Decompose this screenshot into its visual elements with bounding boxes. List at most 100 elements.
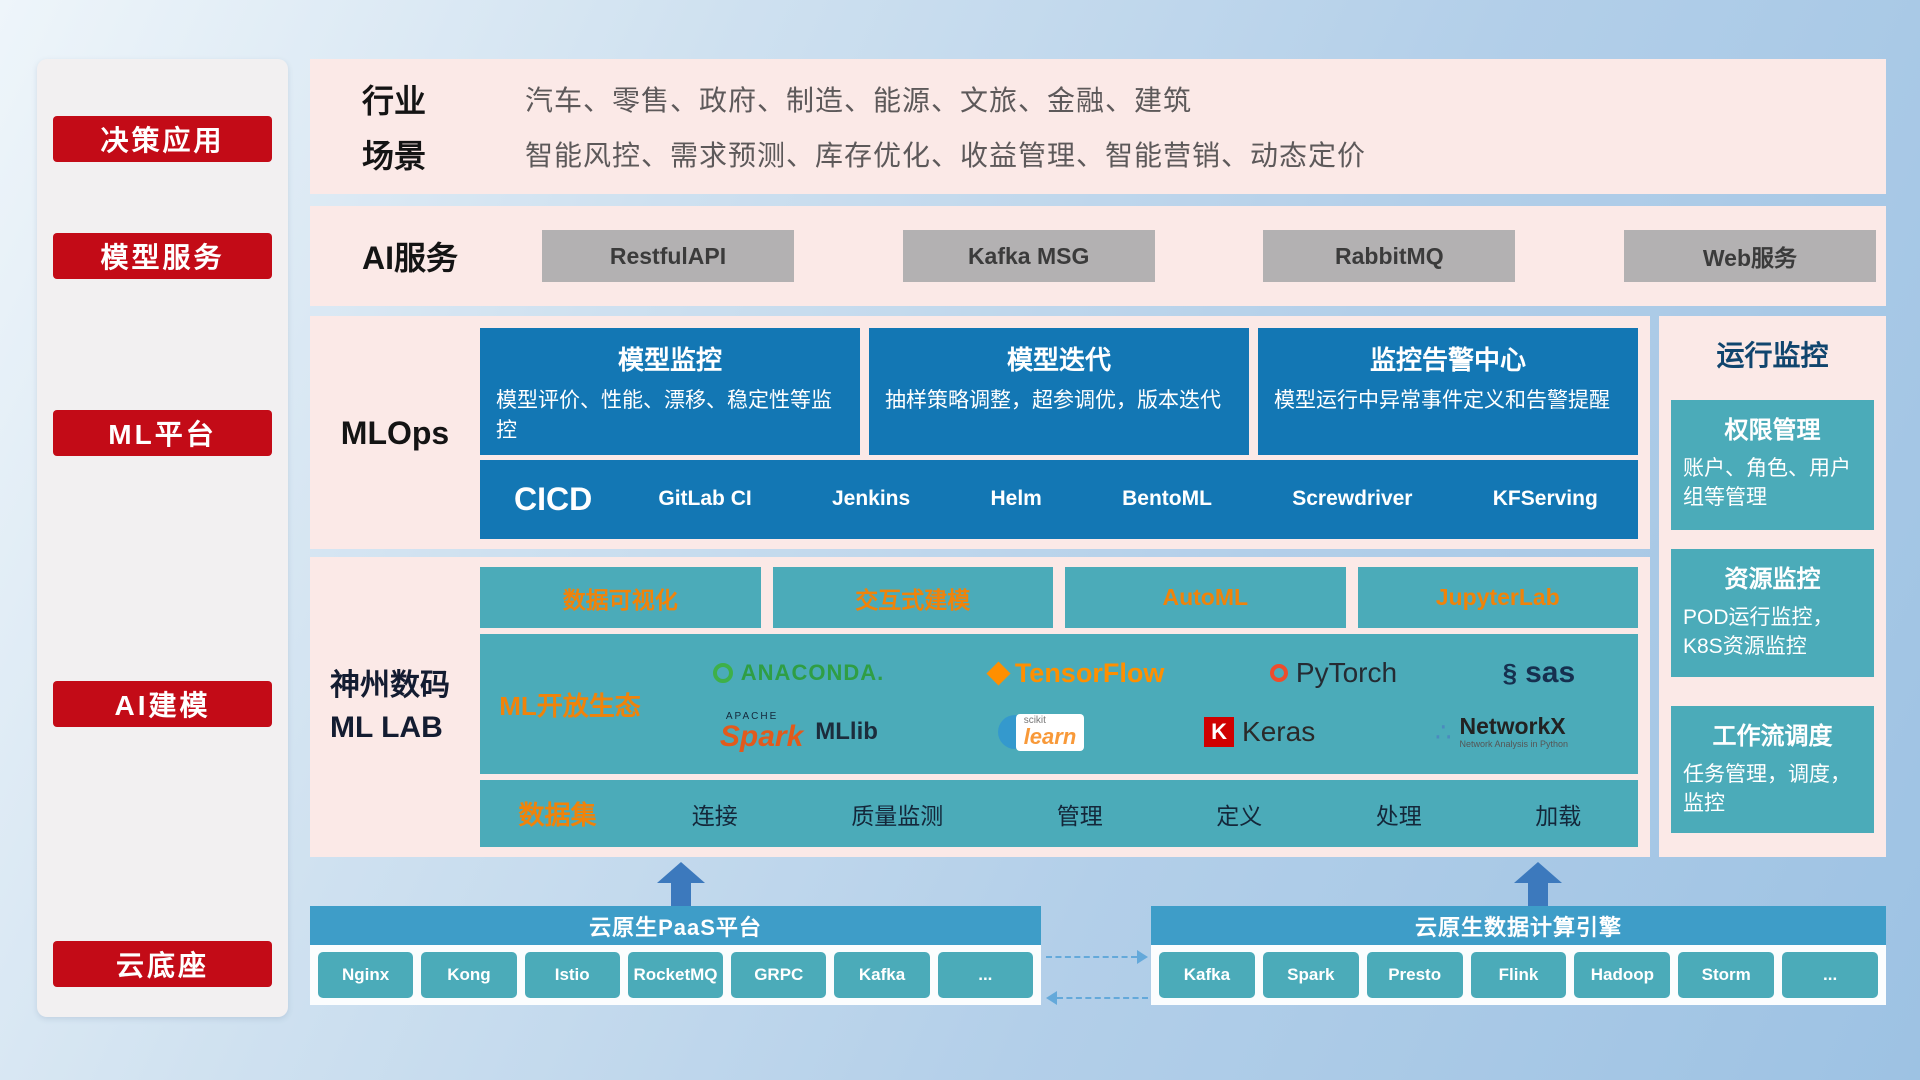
paas-nginx: Nginx xyxy=(318,952,414,998)
pytorch-icon xyxy=(1269,664,1288,683)
card-desc: 模型评价、性能、漂移、稳定性等监控 xyxy=(496,389,832,443)
paas-platform-items: Nginx Kong Istio RocketMQ GRPC Kafka ... xyxy=(310,945,1041,1005)
ai-service-restfulapi: RestfulAPI xyxy=(542,230,794,282)
mon-card-desc: 账户、角色、用户组等管理 xyxy=(1683,457,1851,510)
industry-row: 行业 汽车、零售、政府、制造、能源、文旅、金融、建筑 xyxy=(362,76,1876,122)
arrow-stem xyxy=(671,883,691,907)
cicd-jenkins: Jenkins xyxy=(831,487,911,511)
sidebar-item-ai-modeling: AI建模 xyxy=(53,681,272,727)
keras-icon: K xyxy=(1204,717,1235,748)
sidebar: 决策应用 模型服务 ML平台 AI建模 云底座 xyxy=(37,59,288,1017)
scikit-learn-wordmark-wrap: scikit learn xyxy=(1015,713,1085,751)
cicd-gitlab-ci: GitLab CI xyxy=(658,487,752,511)
networkx-wordmark: NetworkX xyxy=(1459,713,1566,740)
mlops-label: MLOps xyxy=(340,415,450,451)
ml-lab-tools: 数据可视化 交互式建模 AutoML JupyterLab xyxy=(480,567,1638,629)
ai-service-rabbitmq: RabbitMQ xyxy=(1263,230,1516,282)
dataset-quality: 质量监测 xyxy=(851,802,944,829)
engine-presto: Presto xyxy=(1366,952,1463,998)
alert-center-card: 监控告警中心 模型运行中异常事件定义和告警提醒 xyxy=(1258,328,1638,455)
paas-more: ... xyxy=(937,952,1033,998)
dashed-arrow-right xyxy=(1046,950,1148,964)
up-arrow-engine xyxy=(1514,862,1562,907)
data-engine-bar: 云原生数据计算引擎 Kafka Spark Presto Flink Hadoo… xyxy=(1151,906,1886,1005)
anaconda-icon xyxy=(712,663,733,684)
mon-card-desc: POD运行监控，K8S资源监控 xyxy=(1683,606,1834,659)
paas-kafka: Kafka xyxy=(834,952,930,998)
ml-lab-content: 数据可视化 交互式建模 AutoML JupyterLab ML开放生态 ANA… xyxy=(480,567,1638,847)
networkx-logo: ∴ NetworkX Network Analysis in Python xyxy=(1435,714,1568,749)
tensorflow-wordmark: TensorFlow xyxy=(1014,657,1165,688)
dataset-items: 连接 质量监测 管理 定义 处理 加载 xyxy=(635,797,1638,831)
sas-logo: § sas xyxy=(1503,656,1576,690)
spark-wordmark: Spark xyxy=(719,720,804,754)
arrowhead-left xyxy=(1046,991,1057,1005)
cicd-helm: Helm xyxy=(990,487,1042,511)
anaconda-logo: ANACONDA. xyxy=(712,660,884,686)
cicd-bentoml: BentoML xyxy=(1122,487,1212,511)
tool-interactive-modeling: 交互式建模 xyxy=(772,567,1053,629)
engine-kafka: Kafka xyxy=(1159,952,1255,998)
dashed-line xyxy=(1046,956,1137,958)
scene-row: 场景 智能风控、需求预测、库存优化、收益管理、智能营销、动态定价 xyxy=(362,131,1876,177)
networkx-subtitle: Network Analysis in Python xyxy=(1459,738,1569,749)
paas-kong: Kong xyxy=(421,952,517,998)
spark-apache-label: APACHE xyxy=(725,711,779,723)
tool-automl: AutoML xyxy=(1065,567,1346,629)
mon-card-title: 工作流调度 xyxy=(1712,723,1833,750)
cicd-items: GitLab CI Jenkins Helm BentoML Screwdriv… xyxy=(618,487,1638,511)
workflow-scheduling-card: 工作流调度 任务管理，调度，监控 xyxy=(1671,706,1874,833)
dashed-arrow-left xyxy=(1046,991,1148,1005)
paas-platform-bar: 云原生PaaS平台 Nginx Kong Istio RocketMQ GRPC… xyxy=(310,906,1041,1005)
networkx-wordmark-wrap: NetworkX Network Analysis in Python xyxy=(1460,714,1569,749)
resource-monitor-card: 资源监控 POD运行监控，K8S资源监控 xyxy=(1671,549,1874,677)
paas-rocketmq: RocketMQ xyxy=(627,952,724,998)
card-title: 模型迭代 xyxy=(1006,345,1111,375)
ai-service-buttons: RestfulAPI Kafka MSG RabbitMQ Web服务 xyxy=(542,230,1876,282)
engine-spark: Spark xyxy=(1262,952,1359,998)
ai-service-kafka-msg: Kafka MSG xyxy=(902,230,1155,282)
cicd-label: CICD xyxy=(514,480,593,517)
tensorflow-logo: TensorFlow xyxy=(986,657,1165,689)
ml-lab-label-line1: 神州数码 xyxy=(330,669,450,702)
ecosystem-logo-row-1: ANACONDA. TensorFlow PyTorch § sas xyxy=(660,656,1628,690)
engine-more: ... xyxy=(1782,952,1879,998)
model-monitoring-card: 模型监控 模型评价、性能、漂移、稳定性等监控 xyxy=(480,328,860,455)
networkx-icon: ∴ xyxy=(1434,717,1452,748)
paas-platform-title: 云原生PaaS平台 xyxy=(310,906,1041,945)
pytorch-logo: PyTorch xyxy=(1269,657,1397,689)
scikit-learn-wordmark: learn xyxy=(1023,723,1077,749)
dataset-define: 定义 xyxy=(1216,802,1263,829)
tool-jupyterlab: JupyterLab xyxy=(1357,567,1638,629)
keras-wordmark: Keras xyxy=(1242,716,1316,748)
scene-label: 场景 xyxy=(362,138,427,175)
tool-data-visualization: 数据可视化 xyxy=(480,567,761,629)
dataset-bar: 数据集 连接 质量监测 管理 定义 处理 加载 xyxy=(480,780,1638,847)
spark-wordmark-wrap: APACHE Spark xyxy=(720,712,803,752)
industry-label: 行业 xyxy=(362,82,427,119)
keras-logo: K Keras xyxy=(1204,716,1315,748)
engine-hadoop: Hadoop xyxy=(1574,952,1671,998)
ml-lab-label-line2: ML LAB xyxy=(330,711,443,744)
dataset-process: 处理 xyxy=(1375,802,1422,829)
ai-service-label: AI服务 xyxy=(362,240,459,276)
paas-istio: Istio xyxy=(524,952,620,998)
arrow-head xyxy=(1514,862,1562,883)
runtime-monitor-title: 运行监控 xyxy=(1716,340,1829,371)
industry-scene-panel: 行业 汽车、零售、政府、制造、能源、文旅、金融、建筑 场景 智能风控、需求预测、… xyxy=(310,59,1886,194)
sidebar-item-cloud-base: 云底座 xyxy=(53,941,272,987)
mlops-panel: MLOps 模型监控 模型评价、性能、漂移、稳定性等监控 模型迭代 抽样策略调整… xyxy=(310,316,1650,549)
dataset-manage: 管理 xyxy=(1056,802,1103,829)
industry-value: 汽车、零售、政府、制造、能源、文旅、金融、建筑 xyxy=(525,84,1193,116)
permission-management-card: 权限管理 账户、角色、用户组等管理 xyxy=(1671,400,1874,530)
ml-lab-panel: 神州数码 ML LAB 数据可视化 交互式建模 AutoML JupyterLa… xyxy=(310,557,1650,857)
sas-icon: § xyxy=(1502,657,1518,688)
dashed-line xyxy=(1057,997,1148,999)
up-arrow-paas xyxy=(657,862,705,907)
ml-open-ecosystem: ML开放生态 ANACONDA. TensorFlow xyxy=(480,634,1638,774)
sidebar-item-model-service: 模型服务 xyxy=(53,233,272,279)
scikit-brand: scikit xyxy=(1023,714,1046,726)
sidebar-item-ml-platform: ML平台 xyxy=(53,410,272,456)
scene-value: 智能风控、需求预测、库存优化、收益管理、智能营销、动态定价 xyxy=(525,140,1367,172)
